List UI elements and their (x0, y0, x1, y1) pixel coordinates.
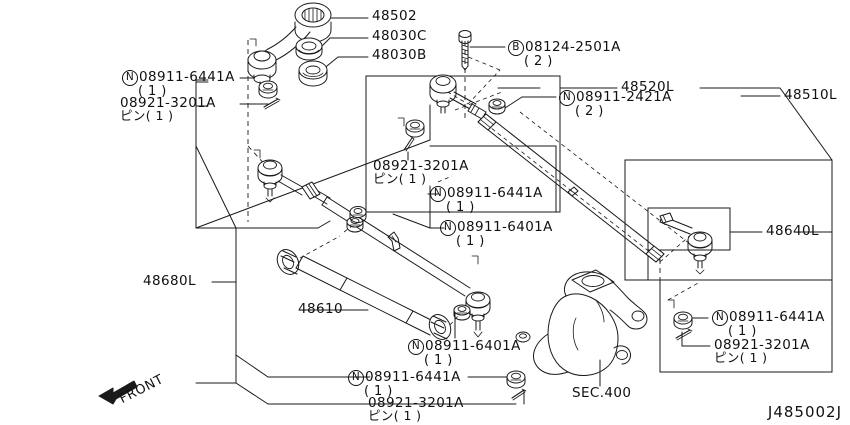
part-bolt-08124 (458, 30, 472, 71)
label-08921-3201A-mid: 08921-3201A ピン( 1 ) (373, 158, 469, 186)
label-48520L: 48520L (621, 79, 674, 95)
label-08911-6441A-bottom-text: 08911-6441A (365, 369, 461, 385)
part-48640L-tie-rod-end (659, 212, 713, 275)
bracket-hooks (253, 117, 479, 265)
label-48680L-text: 48680L (143, 273, 196, 289)
label-sec400-text: SEC.400 (572, 385, 632, 401)
label-08911-6441A-topleft-qty: ( 1 ) (138, 84, 167, 99)
outline-br-fastener-box (659, 279, 833, 373)
part-cotterpin-topleft (263, 97, 281, 110)
label-48680L: 48680L (143, 273, 196, 289)
label-08921-3201A-bottomright-jp: ピン( 1 ) (714, 349, 768, 365)
outline-mid-fastener-box (365, 145, 557, 213)
label-08921-3201A-topleft-jp: ピン( 1 ) (120, 107, 174, 123)
nut-class-n-icon: N (440, 220, 456, 236)
nut-class-n-icon: N (712, 310, 728, 326)
nut-class-n-icon: N (408, 339, 424, 355)
bracket-top-left-fasteners (195, 79, 237, 229)
label-08911-6401A-lower-text: 08911-6401A (425, 338, 521, 354)
leader-lines (211, 17, 833, 405)
part-48502-pitman-arm (247, 2, 332, 87)
label-48610-text: 48610 (298, 301, 343, 317)
label-48610: 48610 (298, 301, 343, 317)
label-08921-3201A-mid-text: 08921-3201A (373, 158, 469, 174)
label-08911-6441A-topleft-text: 08911-6441A (139, 69, 235, 85)
label-08921-3201A-bottomright: 08921-3201A ピン( 1 ) (714, 337, 810, 365)
label-08124-2501A-text: 08124-2501A (525, 39, 621, 55)
label-48520L-text: 48520L (621, 79, 674, 95)
label-48502-text: 48502 (372, 8, 417, 24)
label-08911-6441A-mid-text: 08911-6441A (447, 185, 543, 201)
label-08921-3201A-topleft: 08921-3201A ピン( 1 ) (120, 95, 216, 123)
label-08911-6401A-upper-text: 08911-6401A (457, 219, 553, 235)
label-08921-3201A-mid-jp: ピン( 1 ) (373, 170, 427, 186)
label-08911-6401A-lower-qty: ( 1 ) (424, 353, 453, 368)
label-48030B-text: 48030B (372, 47, 427, 63)
label-48030B: 48030B (372, 47, 427, 63)
label-08911-6441A-mid-qty: ( 1 ) (446, 200, 475, 215)
label-08911-2421A-text: 08911-2421A (576, 89, 672, 105)
nut-class-n-icon: N (122, 70, 138, 86)
part-48610-steering-damper (276, 249, 471, 340)
label-08921-3201A-bottomright-text: 08921-3201A (714, 337, 810, 353)
part-nut-6441-topleft (258, 80, 278, 99)
part-nut-6441-mid (403, 119, 425, 161)
label-48510L-text: 48510L (784, 87, 837, 103)
label-48640L-text: 48640L (766, 223, 819, 239)
part-48030C-seal (295, 37, 323, 61)
part-48510L-relay-rod (477, 113, 665, 263)
label-08911-2421A-qty: ( 2 ) (575, 104, 604, 119)
group-outline-48680L (195, 81, 431, 229)
part-nut-6401-upper (349, 206, 367, 223)
label-48640L: 48640L (766, 223, 819, 239)
part-sec400-idler-bracket (515, 269, 648, 376)
label-48510L: 48510L (784, 87, 837, 103)
label-08911-6441A-bottom-qty: ( 1 ) (364, 384, 393, 399)
label-48502: 48502 (372, 8, 417, 24)
label-sec400: SEC.400 (572, 385, 632, 401)
outline-48680L-box (195, 220, 471, 405)
bolt-class-b-icon: B (508, 40, 524, 56)
part-nut-2421 (488, 98, 506, 115)
label-08921-3201A-bottom-jp: ピン( 1 ) (368, 407, 422, 423)
part-48680L-tie-rod (257, 159, 491, 338)
nut-class-n-icon: N (430, 186, 446, 202)
label-08921-3201A-topleft-text: 08921-3201A (120, 95, 216, 111)
label-08921-3201A-bottom-text: 08921-3201A (368, 395, 464, 411)
label-08911-6441A-bottomright-qty: ( 1 ) (728, 324, 757, 339)
part-nut-6441-bottom (506, 370, 527, 405)
label-48030C: 48030C (372, 28, 427, 44)
diagram-id-text: J485002J (767, 403, 842, 421)
label-08911-6441A-bottomright-text: 08911-6441A (729, 309, 825, 325)
nut-class-n-icon: N (559, 90, 575, 106)
diagram-id: J485002J (768, 403, 842, 421)
part-48030B-nut (298, 60, 328, 87)
front-direction-arrow (98, 380, 138, 405)
part-48520L-ball-joint (429, 74, 487, 120)
label-08124-2501A-qty: ( 2 ) (524, 54, 553, 69)
label-48030C-text: 48030C (372, 28, 427, 44)
label-08921-3201A-bottom: 08921-3201A ピン( 1 ) (368, 395, 464, 423)
label-08911-6401A-upper-qty: ( 1 ) (456, 234, 485, 249)
outline-48640L-box (647, 207, 731, 281)
nut-class-n-icon: N (348, 370, 364, 386)
part-nut-6441-bottomright (667, 299, 693, 341)
